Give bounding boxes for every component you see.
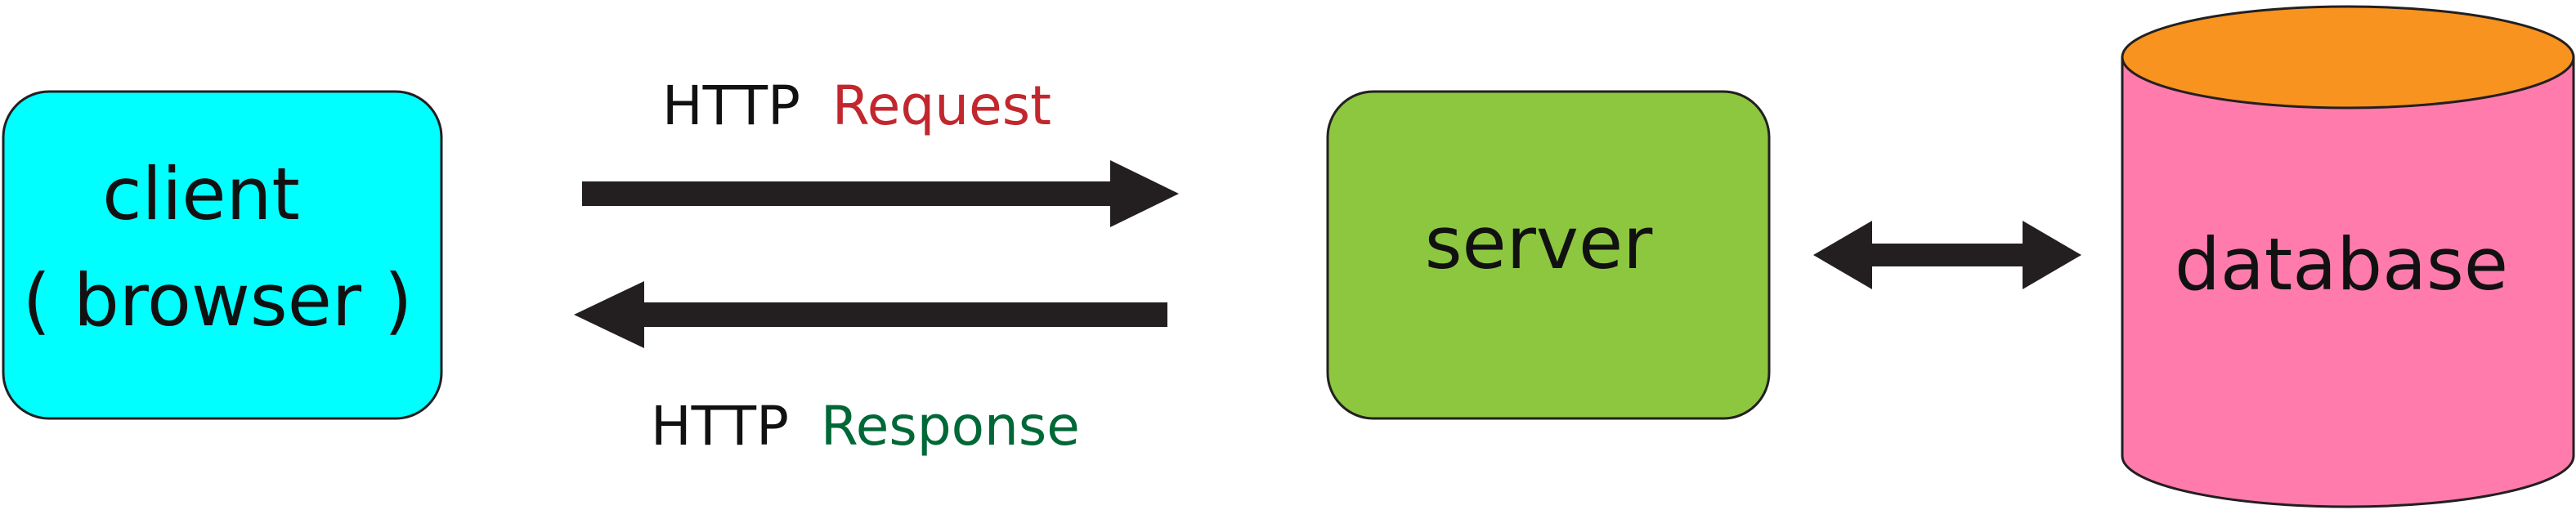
server-label: server bbox=[1425, 201, 1653, 285]
database-node: database bbox=[2121, 5, 2575, 508]
response-arrow bbox=[574, 281, 1167, 348]
client-label-line2: ( browser ) bbox=[23, 258, 413, 342]
client-label-line1: client bbox=[102, 152, 300, 236]
database-label: database bbox=[2175, 222, 2508, 306]
http-response-prefix: HTTP bbox=[651, 395, 789, 458]
server-node: server bbox=[1326, 90, 1771, 420]
database-cylinder-top bbox=[2121, 5, 2575, 110]
database-cylinder-body bbox=[2121, 56, 2575, 508]
http-response-label: HTTP Response bbox=[651, 395, 1080, 458]
http-response-word: Response bbox=[821, 395, 1080, 458]
http-request-word: Request bbox=[832, 74, 1051, 137]
server-database-arrow bbox=[1813, 221, 2081, 289]
http-request-prefix: HTTP bbox=[662, 74, 800, 137]
client-node: client ( browser ) bbox=[2, 90, 443, 420]
request-arrow bbox=[582, 160, 1179, 227]
client-box bbox=[2, 90, 443, 420]
server-box bbox=[1326, 90, 1771, 420]
http-request-label: HTTP Request bbox=[662, 74, 1051, 137]
